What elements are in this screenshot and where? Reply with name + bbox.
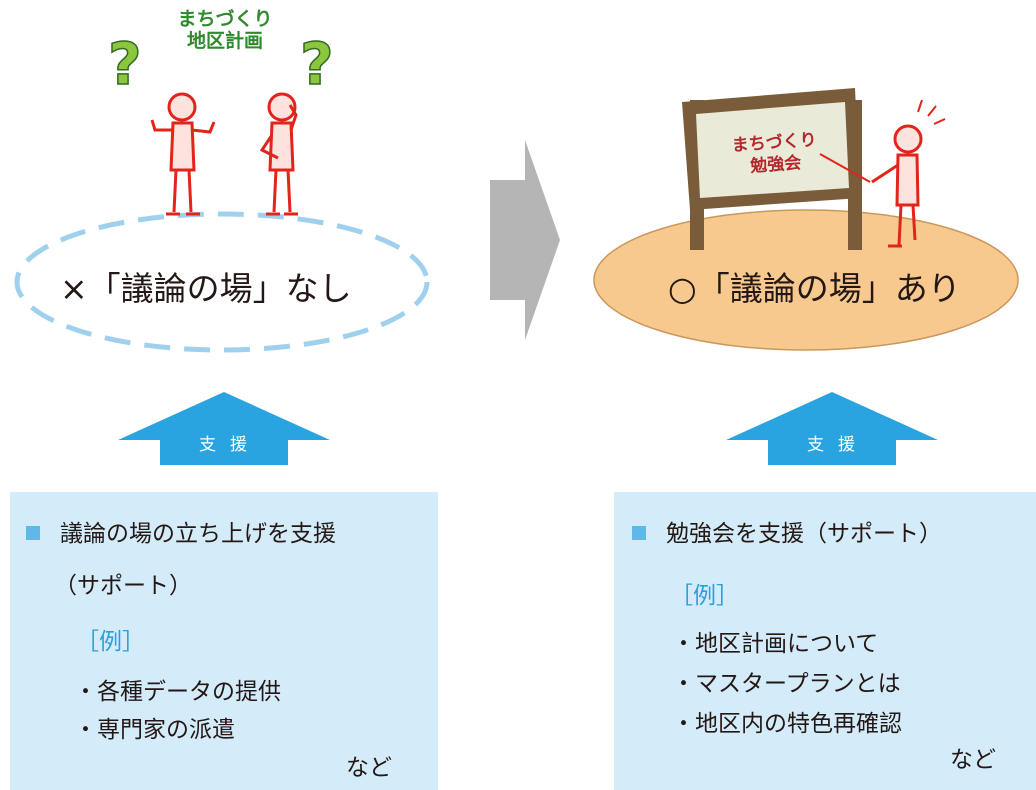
up-arrow-icon xyxy=(118,392,330,465)
bubble-title: まちづくり 地区計画 xyxy=(155,8,295,52)
emphasis-marks-icon xyxy=(917,99,946,125)
shrugging-person-icon xyxy=(150,92,216,216)
right-support-box: 勉強会を支援（サポート） ［例］ ・地区計画について ・マスタープランとは ・地… xyxy=(614,492,1036,790)
right-example-item-1: ・地区計画について xyxy=(672,631,879,657)
left-support-heading-line2: （サポート） xyxy=(54,573,192,599)
thinking-person-icon xyxy=(259,92,298,216)
left-dashed-ellipse xyxy=(14,211,430,353)
bullet-square-icon xyxy=(26,526,40,540)
left-place-label: ×「議論の場」なし xyxy=(60,269,352,308)
left-example-item-1: ・各種データの提供 xyxy=(74,679,281,705)
question-mark-left-icon: ? xyxy=(108,30,142,98)
left-example-item-2: ・専門家の派遣 xyxy=(74,717,235,743)
bullet-square-icon xyxy=(632,526,646,540)
right-example-label: ［例］ xyxy=(670,583,739,609)
up-arrow-icon xyxy=(726,392,938,465)
left-example-label: ［例］ xyxy=(76,629,145,655)
bubble-title-line1: まちづくり xyxy=(177,8,273,30)
pointer-stick xyxy=(819,153,871,183)
left-support-box: 議論の場の立ち上げを支援 （サポート） ［例］ ・各種データの提供 ・専門家の派… xyxy=(10,492,438,790)
left-support-heading: 議論の場の立ち上げを支援 xyxy=(26,514,336,548)
right-etc: など xyxy=(950,747,996,773)
right-example-item-2: ・マスタープランとは xyxy=(672,671,901,697)
question-mark-right-icon: ? xyxy=(300,30,334,98)
right-arrow-label: 支援 xyxy=(807,435,869,455)
right-support-heading: 勉強会を支援（サポート） xyxy=(632,514,942,548)
left-arrow-label: 支援 xyxy=(199,435,261,455)
whiteboard-icon xyxy=(682,88,862,250)
left-etc: など xyxy=(346,755,392,781)
right-example-item-3: ・地区内の特色再確認 xyxy=(672,711,902,737)
bubble-title-line2: 地区計画 xyxy=(186,30,263,52)
right-place-label: ○「議論の場」あり xyxy=(668,269,961,308)
presenter-person-icon xyxy=(871,124,923,248)
right-arrow-icon xyxy=(490,140,560,340)
